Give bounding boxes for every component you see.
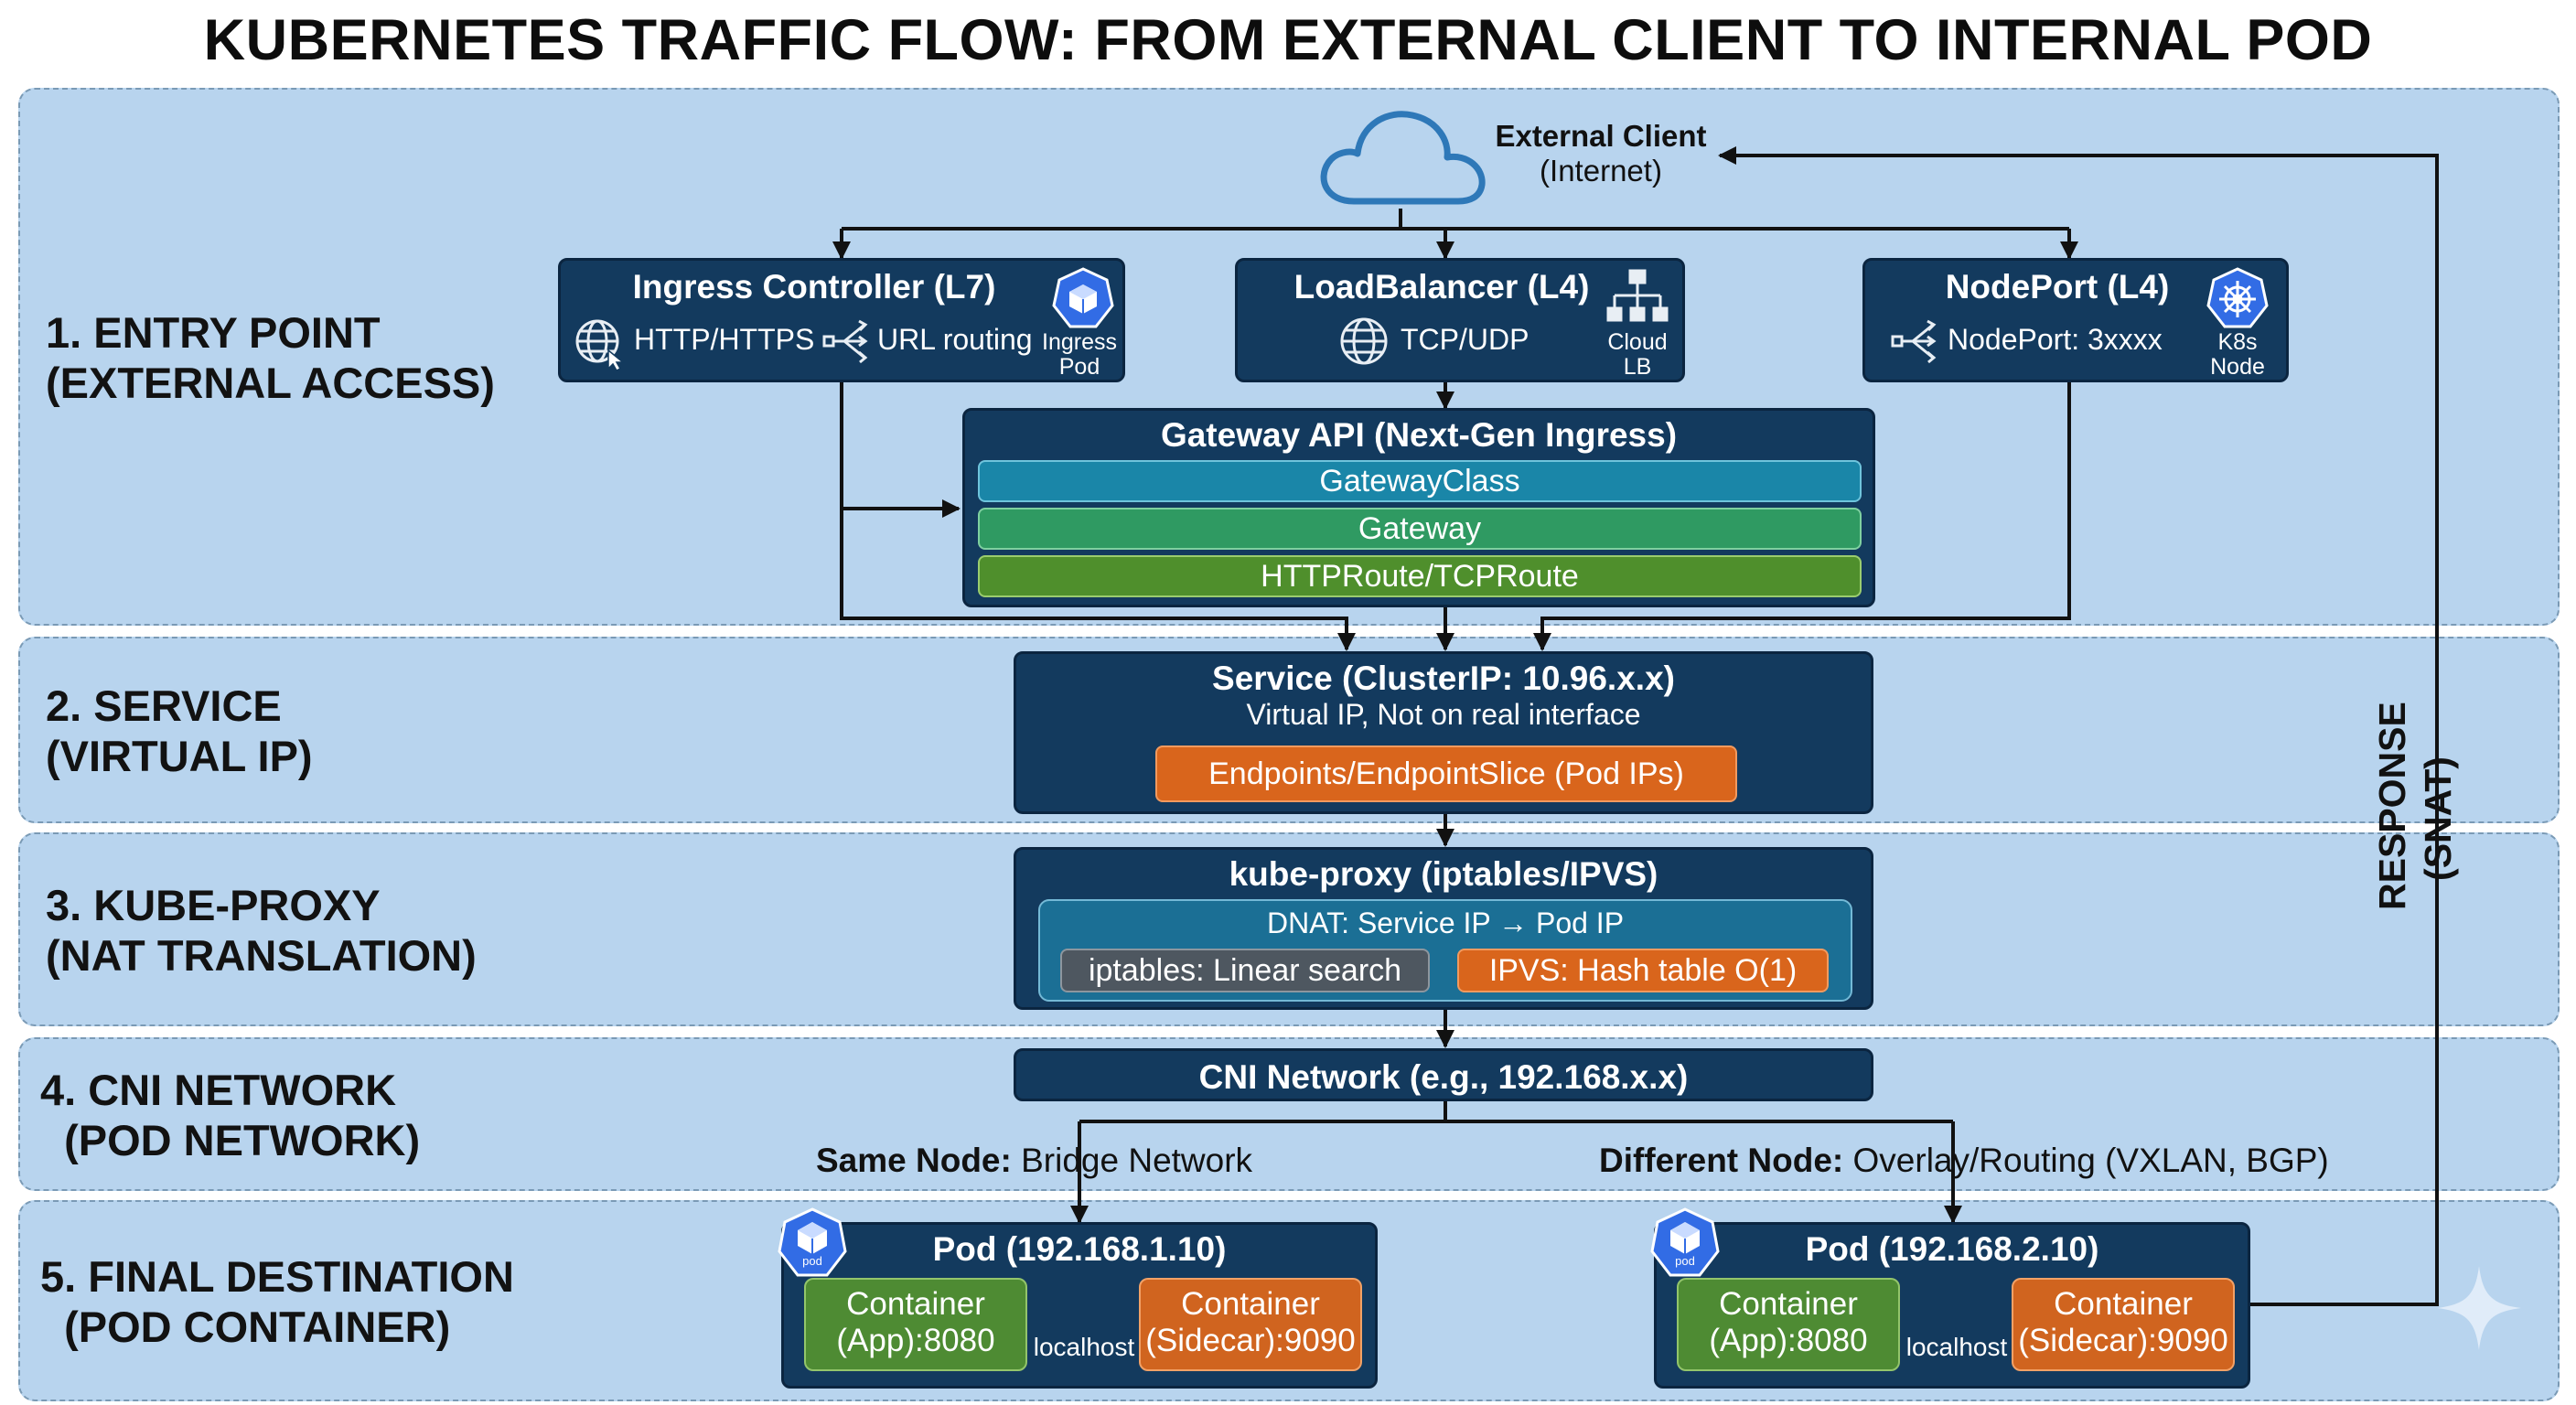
pod-1-k8s-pod-icon (778, 1207, 847, 1277)
different-node-label: Different Node: Overlay/Routing (VXLAN, … (1599, 1142, 2329, 1180)
dnat-panel: DNAT: Service IP → Pod IP iptables: Line… (1038, 899, 1852, 1002)
pod-1-icon-label: pod (802, 1254, 822, 1268)
service-endpoints: Endpoints/EndpointSlice (Pod IPs) (1155, 745, 1737, 802)
globe-cursor-icon (575, 319, 626, 370)
gateway-api-box: Gateway API (Next-Gen Ingress) GatewayCl… (962, 408, 1875, 607)
pod-1-sidecar-container: Container (Sidecar):9090 (1139, 1278, 1362, 1371)
external-client-label: External Client (1495, 119, 1707, 153)
ipvs-mode: IPVS: Hash table O(1) (1457, 949, 1829, 992)
nodeport-box: NodePort (L4) NodePort: 3xxxx K8s Node (1862, 258, 2289, 382)
external-client-sublabel: (Internet) (1540, 154, 1662, 188)
kube-proxy-title: kube-proxy (iptables/IPVS) (1229, 855, 1658, 893)
pod-2-title: Pod (192.168.2.10) (1805, 1230, 2099, 1268)
routing-icon (1891, 319, 1937, 364)
gateway-layer-gateway: Gateway (978, 508, 1862, 550)
pod-2-sidecar-container: Container (Sidecar):9090 (2012, 1278, 2235, 1371)
loadbalancer-title: LoadBalancer (L4) (1293, 268, 1590, 306)
different-node-bold: Different Node: (1599, 1142, 1844, 1179)
gateway-api-title: Gateway API (Next-Gen Ingress) (1160, 416, 1678, 454)
ingress-controller-box: Ingress Controller (L7) HTTP/HTTPS URL r… (558, 258, 1125, 382)
routing-icon (822, 319, 868, 364)
pod-2-localhost-label: localhost (1905, 1333, 2008, 1361)
service-title: Service (ClusterIP: 10.96.x.x) (1212, 660, 1675, 697)
gateway-layer-gatewayclass: GatewayClass (978, 460, 1862, 502)
ingress-pod-badge-label: Ingress Pod (1042, 329, 1117, 380)
band-label-final-destination: 5. FINAL DESTINATION (POD CONTAINER) (40, 1252, 514, 1351)
pod-2-icon-label: pod (1675, 1254, 1695, 1268)
pod-1-box: Pod (192.168.1.10) Container (App):8080 … (781, 1222, 1378, 1389)
dnat-label: DNAT: Service IP → Pod IP (1266, 906, 1625, 939)
k8s-node-badge-label: K8s Node (2210, 329, 2265, 380)
k8s-helm-icon (2206, 267, 2269, 328)
cloud-icon (1320, 111, 1486, 205)
band-label-service: 2. SERVICE (VIRTUAL IP) (46, 681, 313, 780)
k8s-pod-icon (1052, 267, 1114, 328)
pod-2-k8s-pod-icon (1650, 1207, 1720, 1277)
cloud-lb-badge-label: Cloud LB (1607, 329, 1668, 380)
ingress-url-routing-label: URL routing (877, 323, 1033, 356)
loadbalancer-box: LoadBalancer (L4) TCP/UDP Cloud LB (1235, 258, 1685, 382)
sparkle-icon (2437, 1266, 2521, 1350)
pod-1-localhost-label: localhost (1033, 1333, 1135, 1361)
ingress-http-label: HTTP/HTTPS (634, 323, 815, 356)
ingress-controller-title: Ingress Controller (L7) (632, 268, 996, 306)
different-node-text: Overlay/Routing (VXLAN, BGP) (1843, 1142, 2329, 1179)
globe-icon (1340, 317, 1388, 365)
same-node-text: Bridge Network (1011, 1142, 1253, 1179)
gateway-layer-routes: HTTPRoute/TCPRoute (978, 555, 1862, 597)
loadbalancer-tcp-label: TCP/UDP (1401, 323, 1530, 356)
pod-1-title: Pod (192.168.1.10) (932, 1230, 1227, 1268)
same-node-bold: Same Node: (816, 1142, 1012, 1179)
same-node-label: Same Node: Bridge Network (816, 1142, 1252, 1180)
page-title: KUBERNETES TRAFFIC FLOW: FROM EXTERNAL C… (203, 8, 2373, 72)
band-label-cni-network: 4. CNI NETWORK (POD NETWORK) (40, 1066, 421, 1164)
pod-2-app-container: Container (App):8080 (1677, 1278, 1900, 1371)
network-tree-icon (1606, 269, 1669, 322)
service-subtitle: Virtual IP, Not on real interface (1246, 698, 1641, 731)
service-box: Service (ClusterIP: 10.96.x.x) Virtual I… (1014, 651, 1873, 814)
kube-proxy-box: kube-proxy (iptables/IPVS) DNAT: Service… (1014, 847, 1873, 1010)
response-snat-label: RESPONSE (SNAT) (2371, 702, 2459, 910)
nodeport-range-label: NodePort: 3xxxx (1948, 323, 2163, 356)
band-label-kube-proxy: 3. KUBE-PROXY (NAT TRANSLATION) (46, 881, 477, 980)
pod-2-box: Pod (192.168.2.10) Container (App):8080 … (1654, 1222, 2250, 1389)
pod-1-app-container: Container (App):8080 (804, 1278, 1027, 1371)
iptables-mode: iptables: Linear search (1060, 949, 1430, 992)
cni-network-title: CNI Network (e.g., 192.168.x.x) (1198, 1058, 1689, 1096)
cni-network-box: CNI Network (e.g., 192.168.x.x) (1014, 1048, 1873, 1101)
band-label-entry-point: 1. ENTRY POINT (EXTERNAL ACCESS) (46, 308, 495, 407)
